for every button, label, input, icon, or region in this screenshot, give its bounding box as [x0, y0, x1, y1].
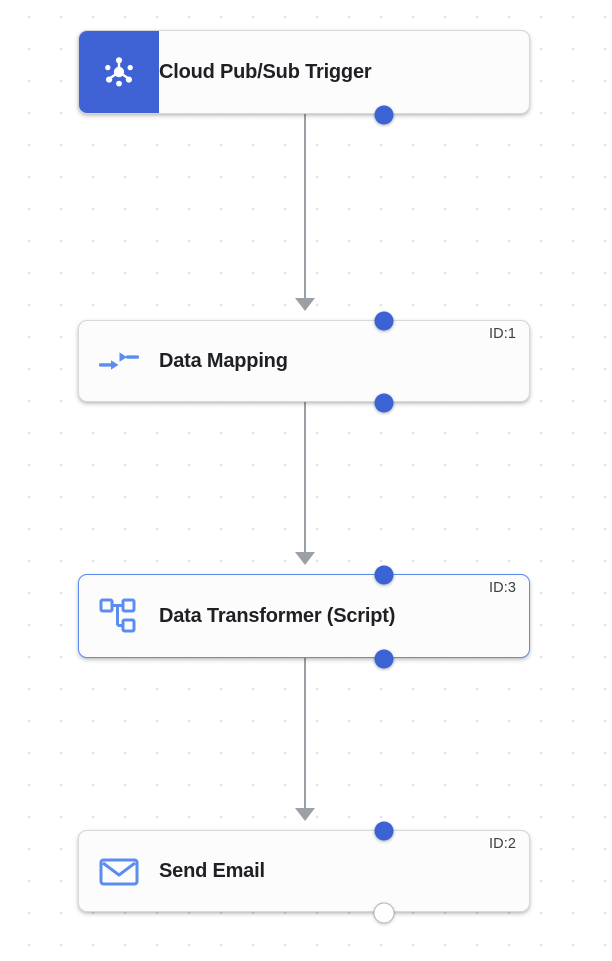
output-port[interactable]	[374, 105, 394, 125]
output-port[interactable]	[374, 393, 394, 413]
node-title: Data Mapping	[159, 349, 288, 372]
output-port[interactable]	[373, 902, 395, 924]
schema-nodes-icon	[99, 598, 136, 633]
node-id-badge: ID:1	[489, 326, 516, 342]
edge-mapping-to-transformer[interactable]	[304, 402, 306, 561]
node-id-badge: ID:2	[489, 836, 516, 852]
pubsub-hub-spoke-icon-panel	[79, 31, 159, 113]
node-title: Send Email	[159, 859, 265, 882]
node-send-email[interactable]: Send Email ID:2	[78, 821, 530, 924]
edge-arrowhead-mapping	[295, 298, 315, 311]
edge-arrowhead-transformer	[295, 552, 315, 565]
merge-arrows-icon-wrap	[79, 346, 159, 376]
input-port[interactable]	[374, 821, 394, 841]
envelope-icon	[99, 858, 139, 886]
edge-arrowhead-email	[295, 808, 315, 821]
node-title: Data Transformer (Script)	[159, 604, 396, 627]
node-title: Cloud Pub/Sub Trigger	[159, 60, 372, 83]
node-cloud-pubsub-trigger[interactable]: Cloud Pub/Sub Trigger	[78, 30, 530, 125]
node-data-transformer-script[interactable]: Data Transformer (Script) ID:3	[78, 565, 530, 669]
edge-transformer-to-email[interactable]	[304, 658, 306, 817]
output-port[interactable]	[374, 649, 394, 669]
merge-arrows-icon	[99, 352, 139, 370]
pubsub-hub-spoke-icon	[105, 57, 133, 87]
schema-nodes-icon-wrap	[79, 597, 159, 635]
envelope-icon-wrap	[79, 855, 159, 887]
input-port[interactable]	[374, 311, 394, 331]
node-data-mapping[interactable]: Data Mapping ID:1	[78, 311, 530, 413]
edge-trigger-to-mapping[interactable]	[304, 114, 306, 307]
node-id-badge: ID:3	[489, 580, 516, 596]
input-port[interactable]	[374, 565, 394, 585]
